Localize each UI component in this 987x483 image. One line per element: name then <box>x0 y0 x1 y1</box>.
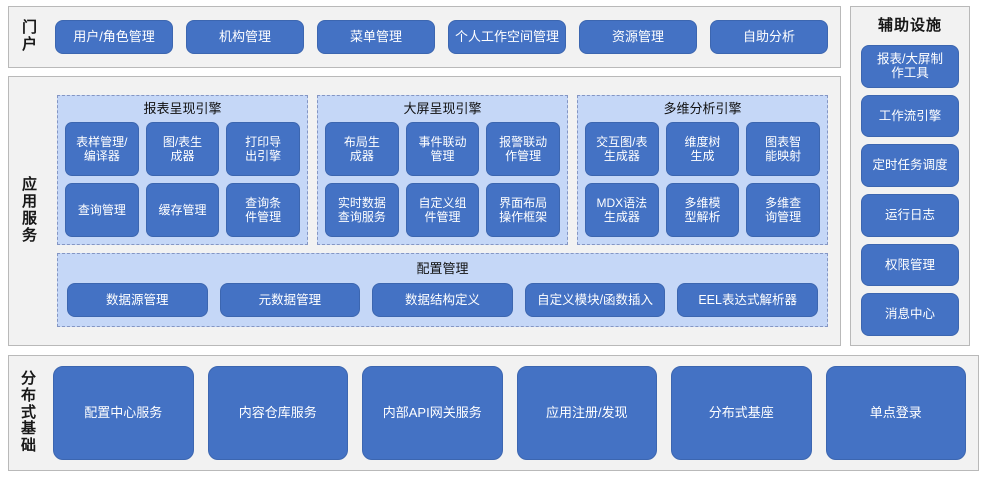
distributed-base-item[interactable]: 内容仓库服务 <box>207 366 348 460</box>
engine-item-grid: 交互图/表 生成器维度树 生成图表智 能映射 MDX语法 生成器多维模 型解析多维… <box>585 121 820 237</box>
top-area: 门户 用户/角色管理机构管理菜单管理个人工作空间管理资源管理自助分析 应用服务 … <box>8 6 979 346</box>
config-item[interactable]: 数据源管理 <box>67 283 208 317</box>
auxiliary-item[interactable]: 定时任务调度 <box>861 144 959 188</box>
portal-section-label-text: 门户 <box>22 19 39 53</box>
portal-item[interactable]: 个人工作空间管理 <box>448 20 566 54</box>
config-item[interactable]: EEL表达式解析器 <box>677 283 818 317</box>
engine-item-grid: 表样管理/ 编译器图/表生 成器打印导 出引擎查询管理缓存管理查询条 件管理 <box>65 121 300 237</box>
engine-panel-row: 报表呈现引擎表样管理/ 编译器图/表生 成器打印导 出引擎查询管理缓存管理查询条… <box>57 95 828 245</box>
engine-item-grid: 布局生 成器事件联动 管理报警联动 作管理实时数据 查询服务自定义组 件管理界面… <box>325 121 560 237</box>
engine-panel-title: 大屏呈现引擎 <box>403 101 482 116</box>
engine-item[interactable]: 界面布局 操作框架 <box>486 182 560 237</box>
application-services-body: 报表呈现引擎表样管理/ 编译器图/表生 成器打印导 出引擎查询管理缓存管理查询条… <box>51 77 840 345</box>
left-column: 门户 用户/角色管理机构管理菜单管理个人工作空间管理资源管理自助分析 应用服务 … <box>8 6 841 346</box>
engine-panel-title: 报表呈现引擎 <box>143 101 222 116</box>
config-item[interactable]: 自定义模块/函数插入 <box>524 283 666 317</box>
engine-panel-title: 多维分析引擎 <box>663 101 742 116</box>
engine-item[interactable]: 交互图/表 生成器 <box>585 121 659 176</box>
engine-item[interactable]: 事件联动 管理 <box>405 121 480 176</box>
engine-panel: 大屏呈现引擎布局生 成器事件联动 管理报警联动 作管理实时数据 查询服务自定义组… <box>317 95 568 245</box>
engine-item[interactable]: 缓存管理 <box>145 182 220 237</box>
engine-panel: 报表呈现引擎表样管理/ 编译器图/表生 成器打印导 出引擎查询管理缓存管理查询条… <box>57 95 308 245</box>
portal-item[interactable]: 自助分析 <box>710 20 828 54</box>
distributed-base-item[interactable]: 配置中心服务 <box>53 366 194 460</box>
engine-item[interactable]: 查询条 件管理 <box>226 182 300 237</box>
portal-item[interactable]: 资源管理 <box>579 20 697 54</box>
auxiliary-item[interactable]: 权限管理 <box>861 243 959 287</box>
auxiliary-item[interactable]: 运行日志 <box>861 194 959 237</box>
portal-item[interactable]: 菜单管理 <box>317 20 435 54</box>
engine-item[interactable]: 报警联动 作管理 <box>486 121 560 176</box>
distributed-base-item[interactable]: 单点登录 <box>825 366 966 460</box>
config-item[interactable]: 元数据管理 <box>219 283 361 317</box>
config-item[interactable]: 数据结构定义 <box>372 283 513 317</box>
portal-section: 门户 用户/角色管理机构管理菜单管理个人工作空间管理资源管理自助分析 <box>8 6 841 68</box>
distributed-base-item[interactable]: 应用注册/发现 <box>516 366 657 460</box>
engine-item[interactable]: 自定义组 件管理 <box>405 182 480 237</box>
auxiliary-facilities-section: 辅助设施 报表/大屏制 作工具工作流引擎定时任务调度运行日志权限管理消息中心 <box>850 6 970 346</box>
auxiliary-facilities-item-list: 报表/大屏制 作工具工作流引擎定时任务调度运行日志权限管理消息中心 <box>861 45 959 337</box>
config-management-title: 配置管理 <box>416 261 469 276</box>
engine-item[interactable]: 维度树 生成 <box>665 121 740 176</box>
engine-item[interactable]: 图表智 能映射 <box>746 121 820 176</box>
engine-item[interactable]: MDX语法 生成器 <box>585 182 659 237</box>
engine-item[interactable]: 图/表生 成器 <box>145 121 220 176</box>
engine-item[interactable]: 布局生 成器 <box>325 121 399 176</box>
portal-item-list: 用户/角色管理机构管理菜单管理个人工作空间管理资源管理自助分析 <box>51 7 840 67</box>
auxiliary-item[interactable]: 工作流引擎 <box>861 94 959 138</box>
application-services-section: 应用服务 报表呈现引擎表样管理/ 编译器图/表生 成器打印导 出引擎查询管理缓存… <box>8 76 841 346</box>
config-management-item-list: 数据源管理元数据管理数据结构定义自定义模块/函数插入 EEL表达式解析器 <box>67 281 818 319</box>
auxiliary-facilities-title: 辅助设施 <box>877 17 942 34</box>
application-services-label-text: 应用服务 <box>22 176 39 244</box>
distributed-base-item-list: 配置中心服务内容仓库服务内部API网关服务应用注册/发现分布式基座单点登录 <box>49 356 978 470</box>
engine-panel: 多维分析引擎交互图/表 生成器维度树 生成图表智 能映射 MDX语法 生成器多维模… <box>577 95 828 245</box>
portal-item[interactable]: 用户/角色管理 <box>55 20 173 54</box>
engine-item[interactable]: 多维模 型解析 <box>665 182 740 237</box>
distributed-base-label-text: 分布式基础 <box>21 370 38 455</box>
auxiliary-item[interactable]: 消息中心 <box>861 293 959 337</box>
distributed-base-item[interactable]: 分布式基座 <box>671 366 812 460</box>
portal-section-label: 门户 <box>9 7 51 67</box>
distributed-base-section: 分布式基础 配置中心服务内容仓库服务内部API网关服务应用注册/发现分布式基座单… <box>8 355 979 471</box>
distributed-base-label: 分布式基础 <box>9 356 49 470</box>
engine-item[interactable]: 多维查 询管理 <box>746 182 820 237</box>
engine-item[interactable]: 查询管理 <box>65 182 139 237</box>
auxiliary-item[interactable]: 报表/大屏制 作工具 <box>861 45 959 88</box>
application-services-label: 应用服务 <box>9 77 51 345</box>
portal-item[interactable]: 机构管理 <box>186 20 304 54</box>
engine-item[interactable]: 打印导 出引擎 <box>226 121 300 176</box>
distributed-base-item[interactable]: 内部API网关服务 <box>362 366 503 460</box>
engine-item[interactable]: 实时数据 查询服务 <box>325 182 399 237</box>
config-management-panel: 配置管理 数据源管理元数据管理数据结构定义自定义模块/函数插入 EEL表达式解析器 <box>57 253 828 327</box>
engine-item[interactable]: 表样管理/ 编译器 <box>65 121 139 176</box>
